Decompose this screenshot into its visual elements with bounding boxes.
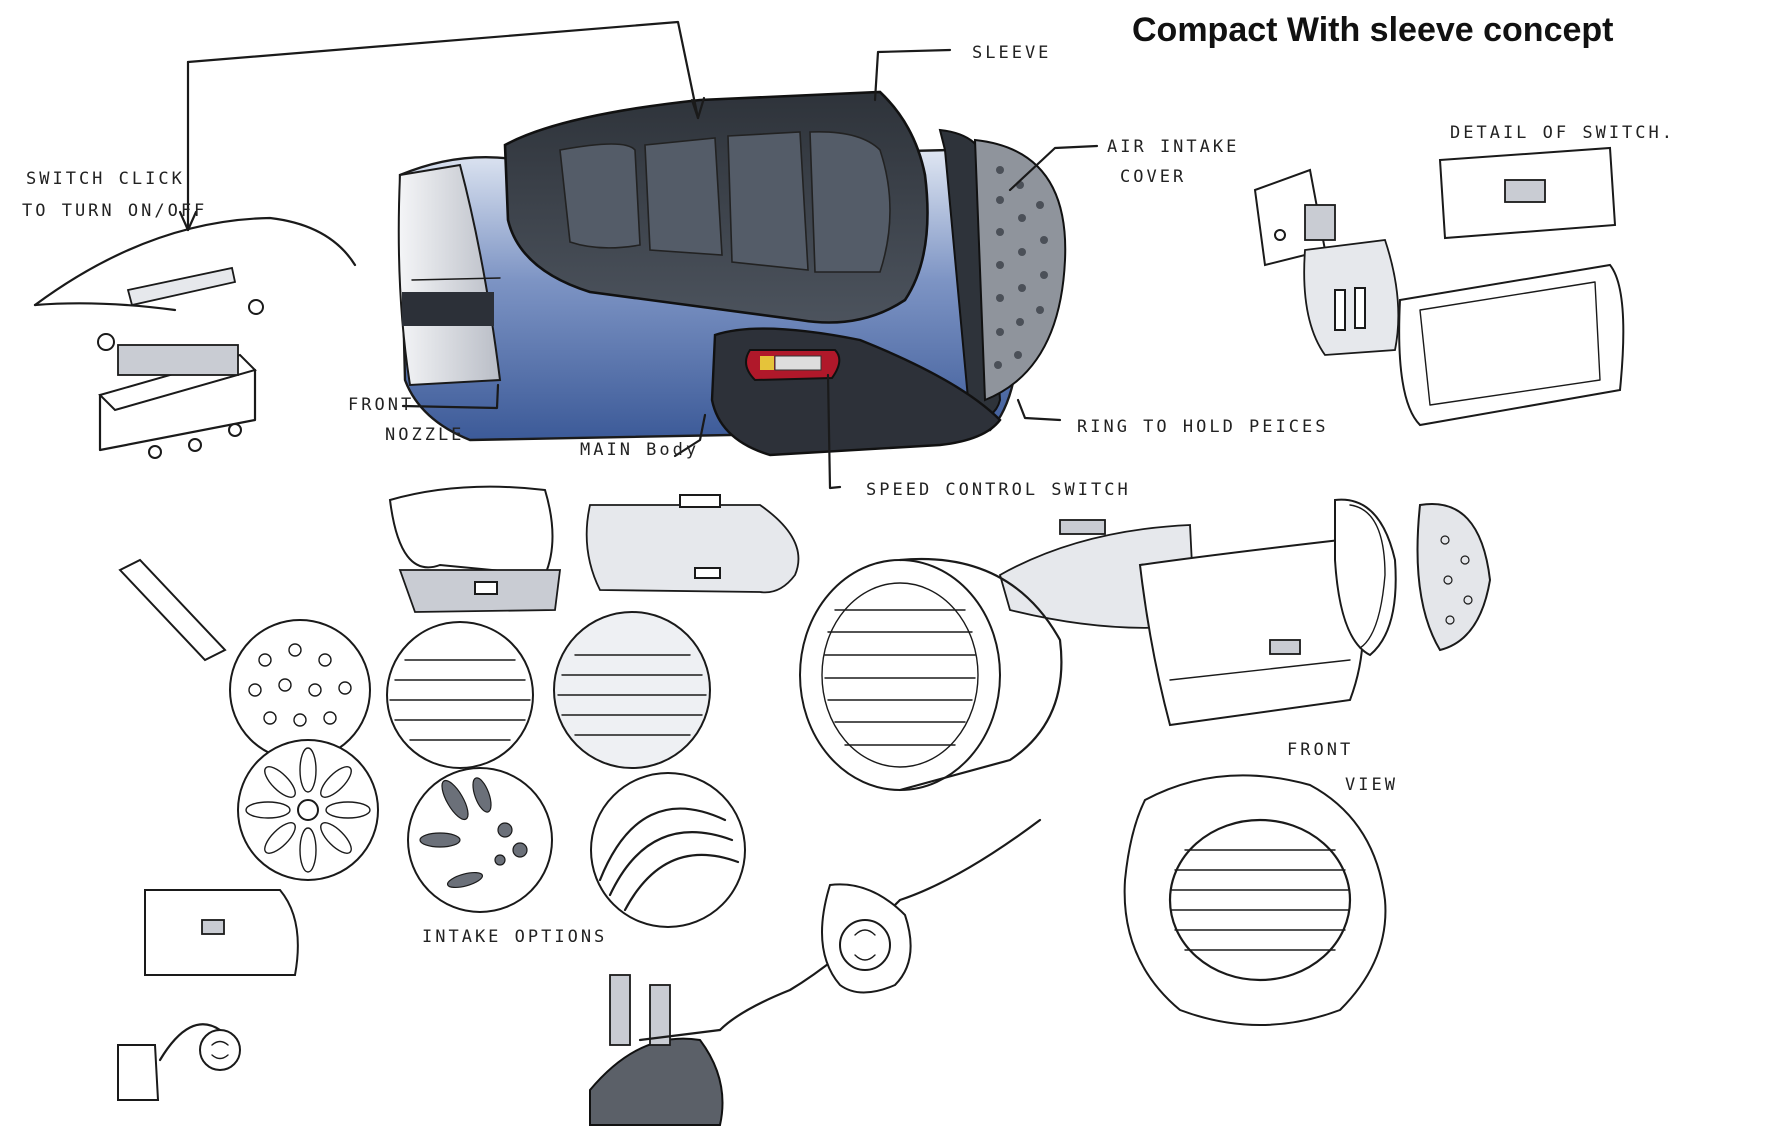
label-nozzle: NOZZLE bbox=[385, 425, 464, 445]
page-title: Compact With sleeve concept bbox=[1132, 11, 1613, 49]
label-main-body: MAIN Body bbox=[580, 440, 699, 460]
label-sleeve: SLEEVE bbox=[972, 43, 1051, 63]
label-air-intake-cover: COVER bbox=[1120, 167, 1186, 187]
annotation-leaders bbox=[178, 20, 1099, 490]
label-front: FRONT bbox=[348, 395, 414, 415]
main-dryer-render bbox=[397, 90, 1067, 457]
label-air-intake: AIR INTAKE bbox=[1107, 137, 1239, 157]
label-detail-switch: DETAIL OF SWITCH. bbox=[1450, 123, 1675, 143]
exploded-assembly-sketch bbox=[799, 498, 1492, 792]
small-unit-sketch bbox=[117, 889, 299, 1101]
switch-exploded-sketch bbox=[33, 216, 357, 459]
label-intake-options: INTAKE OPTIONS bbox=[422, 927, 607, 947]
label-switch-click: SWITCH CLICK bbox=[26, 169, 185, 189]
intake-holes bbox=[994, 166, 1048, 369]
label-ring: RING TO HOLD PEICES bbox=[1077, 417, 1328, 437]
label-speed-control: SPEED CONTROL SWITCH bbox=[866, 480, 1131, 500]
plug-cord-sketch bbox=[589, 818, 1042, 1126]
small-components-sketch bbox=[118, 485, 800, 662]
front-view-sketch bbox=[1123, 774, 1387, 1026]
switch-detail-sketch bbox=[1253, 146, 1625, 427]
label-view: VIEW bbox=[1345, 775, 1398, 795]
intake-options-grid bbox=[229, 611, 746, 928]
label-front-view: FRONT bbox=[1287, 740, 1353, 760]
label-turn-on-off: TO TURN ON/OFF bbox=[22, 201, 207, 221]
